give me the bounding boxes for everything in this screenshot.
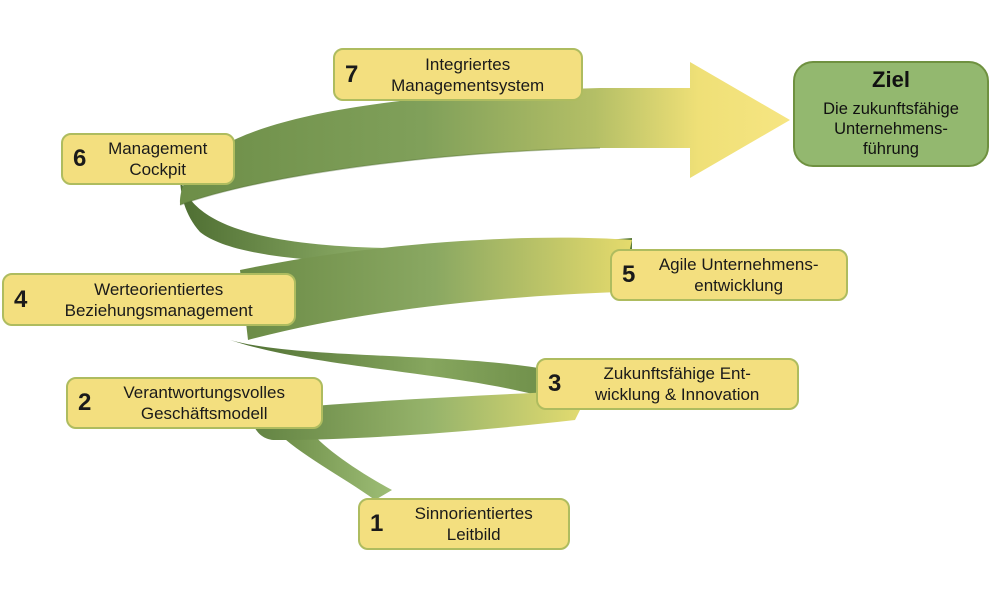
step-box-2: 2 Verantwortungsvolles Geschäftsmodell [66,377,323,429]
step-number: 6 [73,145,87,172]
step-box-3: 3 Zukunftsfähige Ent- wicklung & Innovat… [536,358,799,410]
step-number: 3 [548,370,562,397]
step-number: 4 [14,285,28,313]
goal-subtitle: Die zukunftsfähige Unternehmens- führung [823,100,959,158]
step-label: Verantwortungsvolles Geschäftsmodell [123,383,285,423]
ribbon-segment [240,237,632,340]
goal-box: Ziel Die zukunftsfähige Unternehmens- fü… [793,61,989,167]
step-label: Management Cockpit [108,139,208,179]
step-box-7: 7 Integriertes Managementsystem [333,48,583,101]
goal-title: Ziel [872,67,910,92]
step-label: Werteorientiertes Beziehungsmanagement [64,279,253,320]
ribbon-edge [179,147,601,206]
step-label: Integriertes Managementsystem [391,54,545,95]
step-box-4: 4 Werteorientiertes Beziehungsmanagement [2,273,296,326]
step-box-6: 6 Management Cockpit [61,133,235,185]
step-number: 1 [370,510,384,537]
ribbon-top-segment [179,62,790,205]
step-label: Zukunftsfähige Ent- wicklung & Innovatio… [594,364,760,404]
step-number: 5 [622,261,636,288]
step-box-5: 5 Agile Unternehmens- entwicklung [610,249,848,301]
ribbon-segment [250,390,590,440]
ribbon-back-segment [230,340,560,402]
step-label: Sinnorientiertes Leitbild [414,504,533,544]
step-number: 7 [345,60,359,88]
step-label: Agile Unternehmens- entwicklung [658,255,819,295]
step-number: 2 [78,389,92,416]
step-box-1: 1 Sinnorientiertes Leitbild [358,498,570,550]
ribbon-segment [275,430,392,500]
